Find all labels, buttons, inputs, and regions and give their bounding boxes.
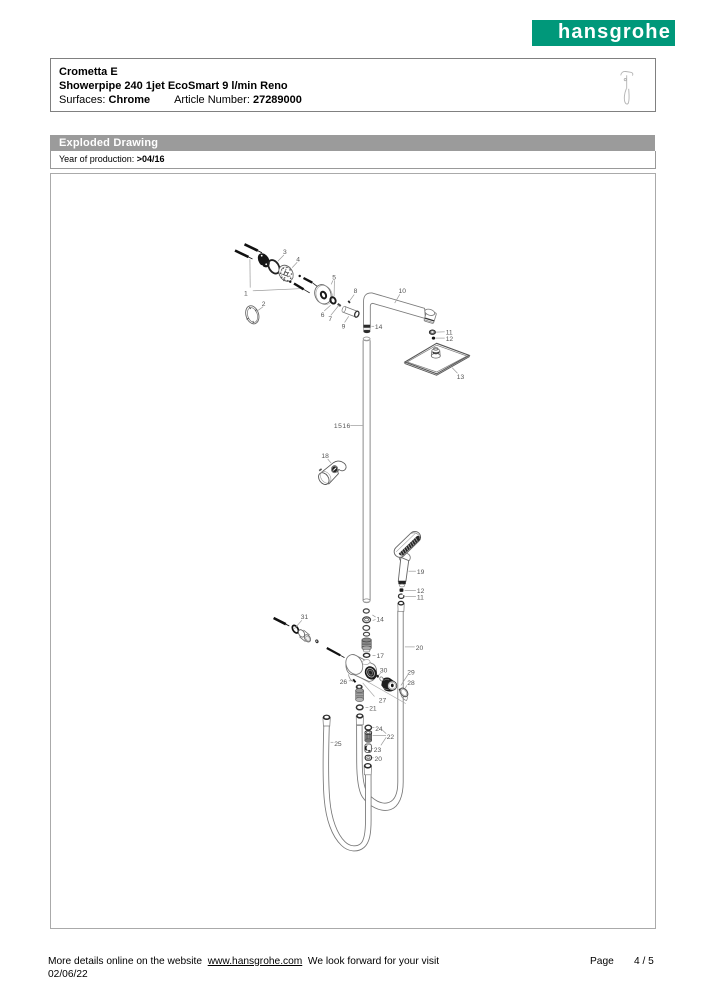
svg-text:10: 10 — [399, 288, 407, 295]
svg-text:31: 31 — [301, 614, 309, 621]
svg-text:24: 24 — [375, 726, 383, 733]
svg-text:18: 18 — [321, 453, 329, 460]
svg-text:26: 26 — [340, 679, 348, 686]
svg-text:12: 12 — [417, 588, 425, 595]
svg-text:11: 11 — [446, 329, 453, 336]
svg-text:27: 27 — [379, 697, 387, 704]
svg-text:21: 21 — [369, 705, 377, 712]
svg-text:30: 30 — [380, 667, 388, 674]
svg-text:3: 3 — [283, 249, 287, 256]
svg-text:5: 5 — [332, 275, 336, 282]
svg-text:20: 20 — [375, 756, 383, 763]
svg-text:17: 17 — [377, 653, 385, 660]
svg-text:8: 8 — [354, 288, 358, 295]
svg-text:7: 7 — [328, 316, 332, 323]
svg-text:19: 19 — [417, 569, 425, 576]
svg-text:14: 14 — [376, 617, 384, 624]
svg-text:20: 20 — [416, 645, 424, 652]
svg-text:14: 14 — [375, 324, 383, 331]
svg-text:2: 2 — [262, 301, 266, 308]
svg-text:4: 4 — [296, 257, 300, 264]
svg-text:1: 1 — [244, 291, 248, 298]
svg-text:22: 22 — [387, 734, 395, 741]
svg-text:12: 12 — [446, 336, 454, 343]
svg-text:1516: 1516 — [334, 423, 351, 430]
svg-text:13: 13 — [457, 374, 465, 381]
svg-text:9: 9 — [342, 324, 346, 331]
svg-text:23: 23 — [374, 747, 382, 754]
svg-text:6: 6 — [321, 312, 325, 319]
svg-text:29: 29 — [407, 670, 415, 677]
svg-text:25: 25 — [334, 741, 342, 748]
svg-text:11: 11 — [417, 594, 424, 601]
svg-text:28: 28 — [407, 680, 415, 687]
